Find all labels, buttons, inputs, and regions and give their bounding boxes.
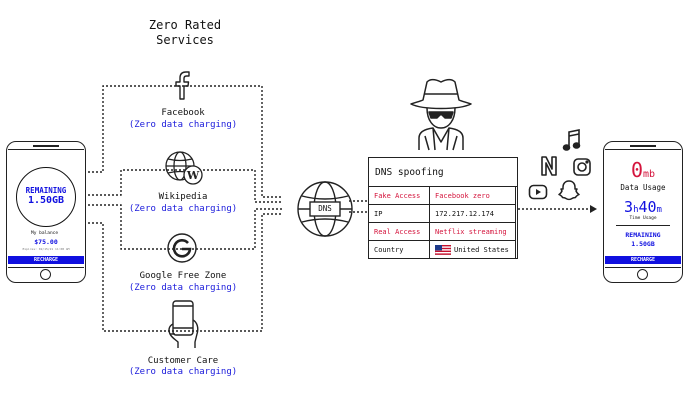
dns-spoofing-table: Fake Access Facebook zero IP 172.217.12.…: [368, 186, 516, 259]
service-name-google: Google Free Zone: [139, 271, 227, 281]
data-usage-label: Data Usage: [620, 183, 666, 192]
remaining-label: REMAINING: [625, 231, 661, 239]
remaining-label: REMAINING: [25, 186, 67, 195]
recharge-button[interactable]: RECHARGE: [605, 256, 681, 264]
music-note-icon: [562, 129, 581, 151]
netflix-icon: [541, 156, 557, 176]
table-row: Real Access Netflix streaming: [368, 222, 516, 241]
wikipedia-icon: W: [165, 151, 203, 185]
balance-value: $75.00: [34, 238, 58, 246]
page-title: Zero Rated Services: [148, 18, 222, 47]
us-flag-icon: [434, 244, 452, 255]
spy-icon: [410, 78, 472, 151]
google-icon: [167, 233, 197, 263]
service-name-customer-care: Customer Care: [147, 356, 219, 366]
home-button[interactable]: [40, 269, 51, 280]
row-value: Facebook zero: [429, 186, 516, 205]
service-zero-wikipedia: (Zero data charging): [128, 204, 238, 214]
left-phone: REMAINING 1.50GB My balance $75.00 Expir…: [6, 141, 86, 283]
home-button[interactable]: [637, 269, 648, 280]
right-phone: 0mb Data Usage 3h40m Time Usage REMAININ…: [603, 141, 683, 283]
svg-text:W: W: [186, 169, 200, 182]
row-key: Country: [368, 240, 430, 259]
row-value: 172.217.12.174: [429, 204, 516, 223]
table-row: IP 172.217.12.174: [368, 204, 516, 223]
table-row: Fake Access Facebook zero: [368, 186, 516, 205]
table-row: Country United States: [368, 240, 516, 259]
service-zero-facebook: (Zero data charging): [128, 120, 238, 130]
snapchat-icon: [558, 180, 580, 201]
data-usage-value: 0mb: [630, 158, 656, 182]
time-usage-value: 3h40m: [624, 198, 662, 216]
phone-hand-icon: [168, 300, 199, 348]
dns-spoofing-title: DNS spoofing: [369, 158, 517, 187]
recharge-button[interactable]: RECHARGE: [8, 256, 84, 264]
service-name-wikipedia: Wikipedia: [158, 192, 208, 202]
time-usage-label: Time Usage: [629, 216, 657, 221]
dns-globe-icon: [297, 181, 353, 237]
row-key: Fake Access: [368, 186, 430, 205]
dns-spoofing-panel: DNS spoofing Fake Access Facebook zero I…: [368, 157, 518, 259]
instagram-icon: [573, 158, 591, 176]
dns-label: DNS: [318, 204, 332, 213]
expires-text: Expires: 02/15/21 11:08 AM: [22, 247, 70, 251]
row-key: IP: [368, 204, 430, 223]
row-value: Netflix streaming: [429, 222, 516, 241]
service-name-facebook: Facebook: [161, 108, 205, 118]
service-zero-google: (Zero data charging): [128, 283, 238, 293]
country-value: United States: [454, 245, 509, 254]
remaining-circle: REMAINING 1.50GB: [16, 167, 76, 227]
remaining-value: 1.50GB: [27, 195, 65, 206]
remaining-value: 1.50GB: [631, 240, 655, 248]
facebook-icon: [175, 71, 190, 100]
row-value: United States: [429, 240, 516, 259]
row-key: Real Access: [368, 222, 430, 241]
balance-label: My balance: [31, 231, 59, 236]
youtube-icon: [528, 184, 548, 200]
service-zero-customer-care: (Zero data charging): [128, 367, 238, 377]
